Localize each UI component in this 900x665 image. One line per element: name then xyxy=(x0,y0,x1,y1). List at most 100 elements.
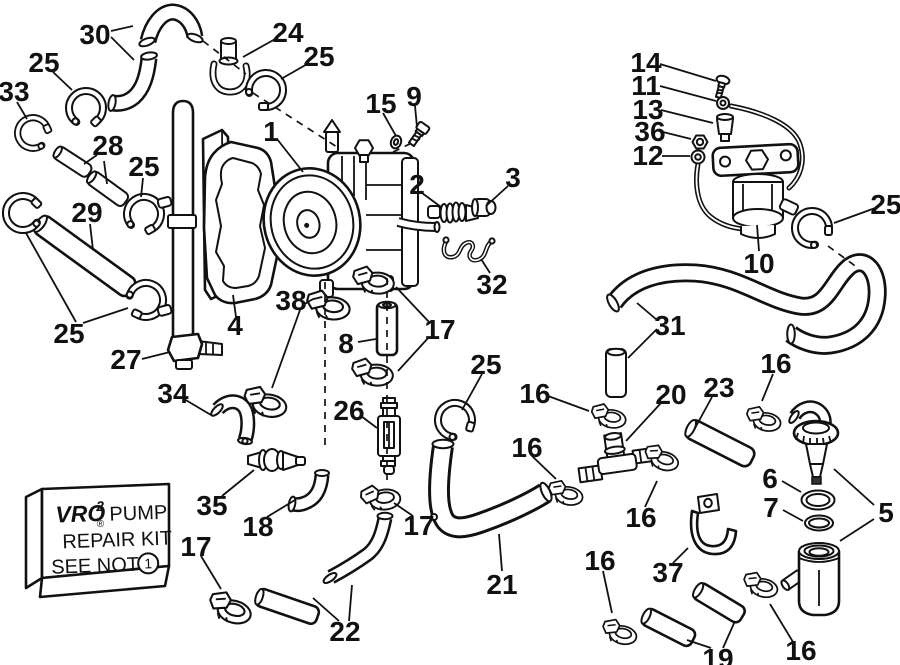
box-brand-sup: 2 xyxy=(95,498,105,514)
callout-29: 29 xyxy=(71,197,102,228)
callout-leader-line xyxy=(140,177,144,198)
tee-fitting-20 xyxy=(577,431,654,484)
callout-leader-line xyxy=(636,302,658,321)
clamp-33 xyxy=(13,112,57,156)
callout-38: 38 xyxy=(275,285,306,316)
callout-leader-line xyxy=(89,223,94,251)
clamp-25-right xyxy=(795,211,832,248)
box-line2: REPAIR KIT xyxy=(62,527,172,553)
callout-17: 17 xyxy=(403,510,434,541)
hose-31 xyxy=(606,253,887,355)
callout-leader-line xyxy=(232,294,237,318)
callout-11: 11 xyxy=(631,70,661,101)
callout-12: 12 xyxy=(632,140,663,171)
callout-leader-line xyxy=(839,518,875,542)
callout-13: 13 xyxy=(632,94,663,125)
callout-leader-line xyxy=(110,36,135,61)
callout-leader-line xyxy=(183,398,212,416)
callout-leader-line xyxy=(761,373,774,402)
callout-leader-line xyxy=(221,469,255,497)
repair-kit-note-box: VRO 2 ® PUMP REPAIR KIT SEE NOTE 1 xyxy=(24,482,172,599)
callout-leader-line xyxy=(360,415,378,429)
elbow-fitting-27 xyxy=(166,332,223,370)
callout-leader-line xyxy=(485,185,509,207)
callout-leader-line xyxy=(660,109,714,124)
callout-36: 36 xyxy=(634,116,665,147)
callout-6: 6 xyxy=(762,463,778,494)
callout-17: 17 xyxy=(424,314,455,345)
callout-leader-line xyxy=(672,547,689,564)
callout-leader-line xyxy=(83,154,98,165)
clamp-16-c xyxy=(641,441,683,475)
callout-24: 24 xyxy=(272,17,304,48)
clamp-16-f xyxy=(740,569,781,601)
callout-leader-line xyxy=(414,105,418,128)
callout-leader-line xyxy=(397,336,430,372)
callout-18: 18 xyxy=(242,511,273,542)
clamp-16-b xyxy=(545,478,586,509)
oring-6 xyxy=(800,489,836,511)
callout-22: 22 xyxy=(329,616,360,647)
callout-20: 20 xyxy=(655,379,686,410)
callout-16: 16 xyxy=(511,432,542,463)
callout-21: 21 xyxy=(486,569,517,600)
filter-26 xyxy=(377,397,401,475)
callout-leader-line xyxy=(242,37,278,58)
callout-leader-line xyxy=(280,62,310,80)
callout-25: 25 xyxy=(53,318,84,349)
callout-33: 33 xyxy=(0,76,30,107)
clamp-25-topleft xyxy=(60,84,112,136)
callout-leader-line xyxy=(662,131,692,140)
screw-14 xyxy=(714,74,731,100)
callout-leader-line xyxy=(393,502,414,517)
callout-9: 9 xyxy=(406,81,422,112)
callout-37: 37 xyxy=(652,557,683,588)
callout-leader-line xyxy=(312,597,340,622)
callout-leader-line xyxy=(302,298,314,306)
callout-8: 8 xyxy=(338,328,354,359)
callout-leader-line xyxy=(480,258,491,274)
callout-leader-line xyxy=(382,112,397,137)
callout-17: 17 xyxy=(180,531,211,562)
callout-16: 16 xyxy=(584,545,615,576)
hose-21 xyxy=(428,438,553,539)
pump-outlet-hose xyxy=(396,217,441,233)
clamp-16-d xyxy=(743,404,784,435)
assembly-axis-dashed-line xyxy=(392,138,421,153)
callout-32: 32 xyxy=(476,269,507,300)
tube-22-a xyxy=(254,587,321,626)
cap-13 xyxy=(716,113,734,142)
hose-34 xyxy=(210,394,256,446)
callout-25: 25 xyxy=(470,349,501,380)
pump-10 xyxy=(711,142,800,239)
box-word-pump: PUMP xyxy=(109,502,168,526)
callout-35: 35 xyxy=(196,490,227,521)
filter-cup-5 xyxy=(780,542,841,617)
callout-leader-line xyxy=(498,533,503,572)
callout-leader-line xyxy=(833,468,875,506)
callout-leader-line xyxy=(16,101,28,120)
box-note-num: 1 xyxy=(144,555,153,571)
callout-7: 7 xyxy=(763,492,779,523)
clamp-17-bottomleft xyxy=(204,587,256,629)
callout-leader-line xyxy=(82,307,129,324)
assembly-axis-dashed-line xyxy=(202,40,247,75)
callout-16: 16 xyxy=(785,635,816,665)
tube-23 xyxy=(684,418,756,468)
callout-34: 34 xyxy=(157,378,189,409)
callout-leader-line xyxy=(200,555,222,590)
clamp-16-a xyxy=(588,401,629,431)
callout-4: 4 xyxy=(227,310,243,341)
callout-leader-line xyxy=(357,338,377,343)
bracket-37 xyxy=(689,493,738,556)
callout-leader-line xyxy=(276,138,304,173)
callout-leader-line xyxy=(547,395,590,412)
callout-leader-line xyxy=(686,639,712,649)
hose-30-lower xyxy=(107,51,158,112)
clamp-17-lower xyxy=(358,481,403,514)
callout-leader-line xyxy=(722,620,736,649)
callout-leader-line xyxy=(531,455,557,480)
callout-25: 25 xyxy=(870,189,900,220)
clamp-25-mid xyxy=(433,399,478,444)
